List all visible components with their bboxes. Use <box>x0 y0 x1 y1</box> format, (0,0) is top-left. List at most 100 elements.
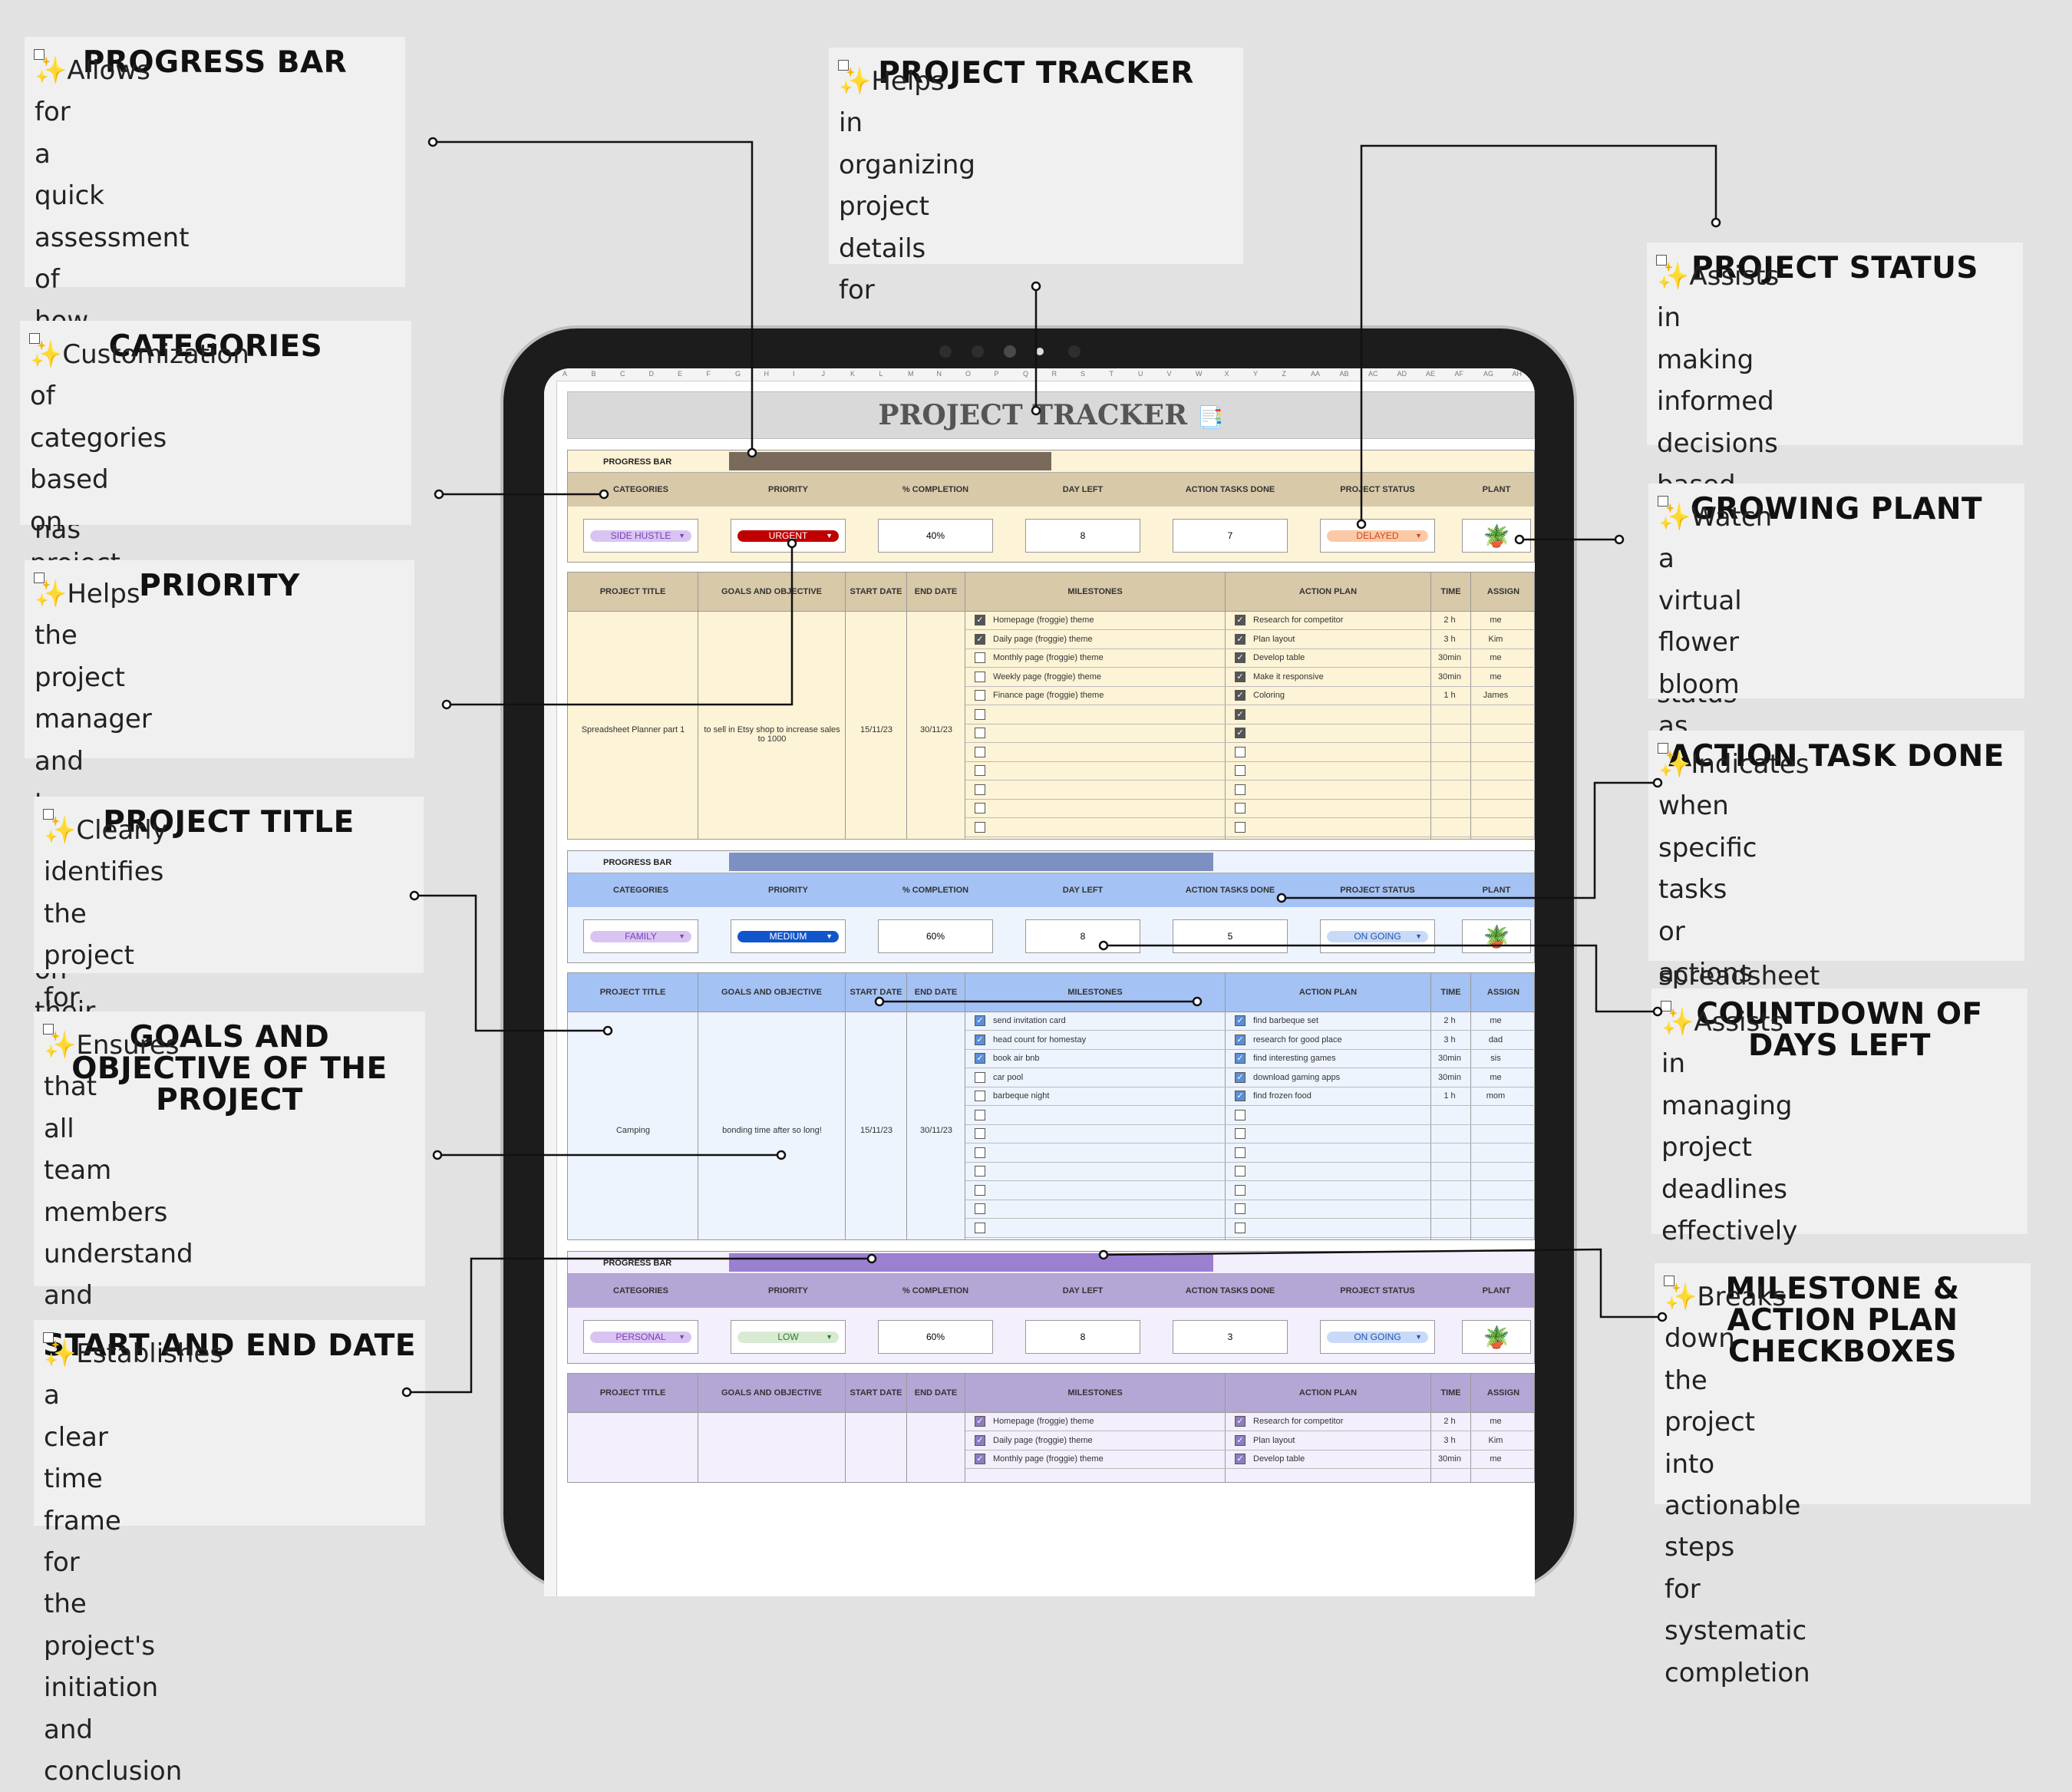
milestone-checkbox[interactable] <box>975 746 985 757</box>
summary-priority-cell[interactable]: LOW▼ <box>731 1320 846 1354</box>
column-letter[interactable]: O <box>965 370 972 378</box>
category-dropdown[interactable]: PERSONAL▼ <box>590 1331 691 1343</box>
summary-category-cell[interactable]: SIDE HUSTLE▼ <box>583 519 698 553</box>
column-letter[interactable]: X <box>1224 370 1229 378</box>
action-checkbox[interactable]: ✓ <box>1235 615 1246 625</box>
milestone-checkbox[interactable]: ✓ <box>975 1434 985 1446</box>
column-letter[interactable]: F <box>706 370 711 378</box>
milestone-checkbox[interactable] <box>975 1128 985 1139</box>
summary-priority-cell[interactable]: MEDIUM▼ <box>731 919 846 953</box>
column-letter[interactable]: K <box>850 370 856 378</box>
milestone-checkbox[interactable]: ✓ <box>975 1416 985 1427</box>
column-letter[interactable]: E <box>678 370 683 378</box>
column-letter[interactable]: C <box>620 370 625 378</box>
column-letter[interactable]: T <box>1109 370 1114 378</box>
status-dropdown[interactable]: DELAYED▼ <box>1327 530 1428 542</box>
action-checkbox[interactable] <box>1235 1109 1246 1120</box>
milestone-checkbox[interactable] <box>975 708 985 720</box>
milestone-checkbox[interactable]: ✓ <box>975 1015 985 1026</box>
milestone-checkbox[interactable]: ✓ <box>975 633 985 645</box>
summary-status-cell[interactable]: ON GOING▼ <box>1320 919 1435 953</box>
action-checkbox[interactable]: ✓ <box>1235 671 1246 682</box>
milestone-checkbox[interactable] <box>975 1109 985 1120</box>
column-letter[interactable]: M <box>908 370 914 378</box>
milestone-checkbox[interactable] <box>975 1184 985 1196</box>
milestone-checkbox[interactable] <box>975 1222 985 1233</box>
milestone-checkbox[interactable] <box>975 821 985 833</box>
column-letter[interactable]: AD <box>1397 370 1407 378</box>
column-letter[interactable]: Z <box>1282 370 1287 378</box>
milestone-checkbox[interactable]: ✓ <box>975 1454 985 1464</box>
column-letter[interactable]: N <box>936 370 942 378</box>
column-letter[interactable]: AC <box>1368 370 1378 378</box>
action-checkbox[interactable]: ✓ <box>1235 652 1246 663</box>
action-checkbox[interactable] <box>1235 746 1246 757</box>
column-letter[interactable]: Q <box>1023 370 1029 378</box>
milestone-checkbox[interactable] <box>975 1147 985 1158</box>
action-checkbox[interactable] <box>1235 765 1246 776</box>
summary-category-cell[interactable]: FAMILY▼ <box>583 919 698 953</box>
column-letter[interactable]: AF <box>1454 370 1464 378</box>
column-letter[interactable]: P <box>994 370 999 378</box>
milestone-checkbox[interactable] <box>975 1071 985 1083</box>
action-checkbox[interactable]: ✓ <box>1235 633 1246 645</box>
column-letter[interactable]: A <box>563 370 568 378</box>
milestone-checkbox[interactable]: ✓ <box>975 615 985 625</box>
action-checkbox[interactable]: ✓ <box>1235 1434 1246 1446</box>
column-letter[interactable]: Y <box>1253 370 1259 378</box>
priority-dropdown[interactable]: URGENT▼ <box>737 530 839 542</box>
column-letter[interactable]: U <box>1138 370 1143 378</box>
priority-dropdown[interactable]: MEDIUM▼ <box>737 930 839 942</box>
milestone-checkbox[interactable] <box>975 1203 985 1214</box>
column-letter[interactable]: R <box>1051 370 1057 378</box>
column-letter[interactable]: I <box>793 370 795 378</box>
milestone-checkbox[interactable] <box>975 1166 985 1177</box>
milestone-checkbox[interactable] <box>975 1091 985 1101</box>
column-letter[interactable]: S <box>1081 370 1086 378</box>
status-dropdown[interactable]: ON GOING▼ <box>1327 1331 1428 1343</box>
column-letter[interactable]: AG <box>1483 370 1494 378</box>
milestone-checkbox[interactable]: ✓ <box>975 1034 985 1045</box>
action-checkbox[interactable] <box>1235 1203 1246 1214</box>
action-checkbox[interactable] <box>1235 803 1246 813</box>
action-checkbox[interactable] <box>1235 1128 1246 1139</box>
category-dropdown[interactable]: FAMILY▼ <box>590 930 691 942</box>
milestone-checkbox[interactable] <box>975 690 985 701</box>
action-checkbox[interactable] <box>1235 821 1246 833</box>
action-checkbox[interactable]: ✓ <box>1235 1015 1246 1026</box>
action-checkbox[interactable]: ✓ <box>1235 1053 1246 1064</box>
action-checkbox[interactable]: ✓ <box>1235 728 1246 738</box>
action-checkbox[interactable] <box>1235 1147 1246 1158</box>
column-letter[interactable]: AE <box>1426 370 1436 378</box>
status-dropdown[interactable]: ON GOING▼ <box>1327 930 1428 942</box>
action-checkbox[interactable]: ✓ <box>1235 1034 1246 1045</box>
action-checkbox[interactable]: ✓ <box>1235 1416 1246 1427</box>
action-checkbox[interactable]: ✓ <box>1235 1454 1246 1464</box>
column-letter[interactable]: AB <box>1339 370 1349 378</box>
column-letter[interactable]: W <box>1196 370 1203 378</box>
action-checkbox[interactable] <box>1235 784 1246 795</box>
milestone-checkbox[interactable] <box>975 765 985 776</box>
action-checkbox[interactable]: ✓ <box>1235 1071 1246 1083</box>
milestone-checkbox[interactable] <box>975 803 985 813</box>
action-checkbox[interactable] <box>1235 1166 1246 1177</box>
column-letter[interactable]: B <box>591 370 596 378</box>
action-checkbox[interactable]: ✓ <box>1235 1091 1246 1101</box>
column-letter[interactable]: AH <box>1512 370 1523 378</box>
action-checkbox[interactable]: ✓ <box>1235 708 1246 720</box>
action-checkbox[interactable]: ✓ <box>1235 690 1246 701</box>
summary-priority-cell[interactable]: URGENT▼ <box>731 519 846 553</box>
column-letter[interactable]: L <box>879 370 883 378</box>
column-letter[interactable]: G <box>735 370 741 378</box>
milestone-checkbox[interactable] <box>975 652 985 663</box>
column-letter[interactable]: H <box>764 370 770 378</box>
action-checkbox[interactable] <box>1235 1184 1246 1196</box>
action-checkbox[interactable] <box>1235 1222 1246 1233</box>
summary-status-cell[interactable]: ON GOING▼ <box>1320 1320 1435 1354</box>
summary-status-cell[interactable]: DELAYED▼ <box>1320 519 1435 553</box>
column-letter[interactable]: J <box>821 370 826 378</box>
column-letter[interactable]: AA <box>1311 370 1321 378</box>
column-letter[interactable]: V <box>1166 370 1172 378</box>
milestone-checkbox[interactable] <box>975 728 985 738</box>
milestone-checkbox[interactable] <box>975 671 985 682</box>
